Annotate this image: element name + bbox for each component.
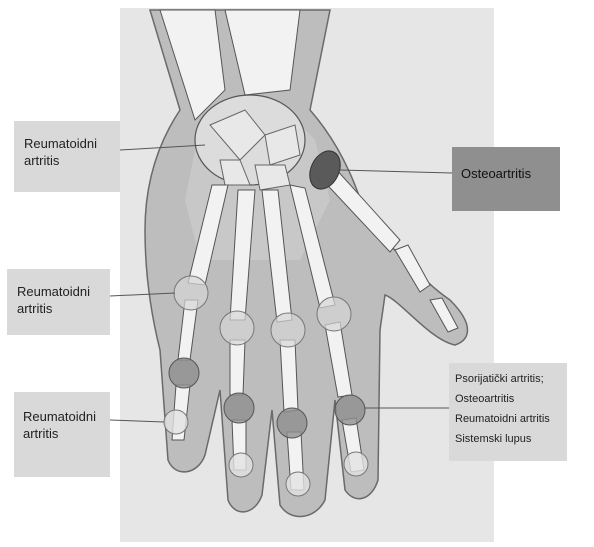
label-rheumatoid-arthritis-wrist: Reumatoidni artritis [14, 121, 120, 192]
condition-item: Sistemski lupus [455, 429, 567, 449]
label-osteoarthritis-thumb: Osteoartritis [452, 147, 560, 211]
label-line: Osteoartritis [461, 165, 560, 182]
condition-item: Reumatoidni artritis [455, 409, 567, 429]
label-line: artritis [24, 152, 120, 169]
label-line: artritis [17, 300, 110, 317]
label-line: Reumatoidni [17, 283, 110, 300]
condition-item: Psorijatički artritis; [455, 369, 567, 389]
label-multiple-conditions: Psorijatički artritis; Osteoartritis Reu… [449, 363, 567, 461]
label-line: artritis [23, 425, 110, 442]
label-rheumatoid-arthritis-fingers: Reumatoidni artritis [14, 392, 110, 477]
label-line: Reumatoidni [24, 135, 120, 152]
condition-item: Osteoartritis [455, 389, 567, 409]
label-rheumatoid-arthritis-knuckles: Reumatoidni artritis [7, 269, 110, 335]
label-line: Reumatoidni [23, 408, 110, 425]
